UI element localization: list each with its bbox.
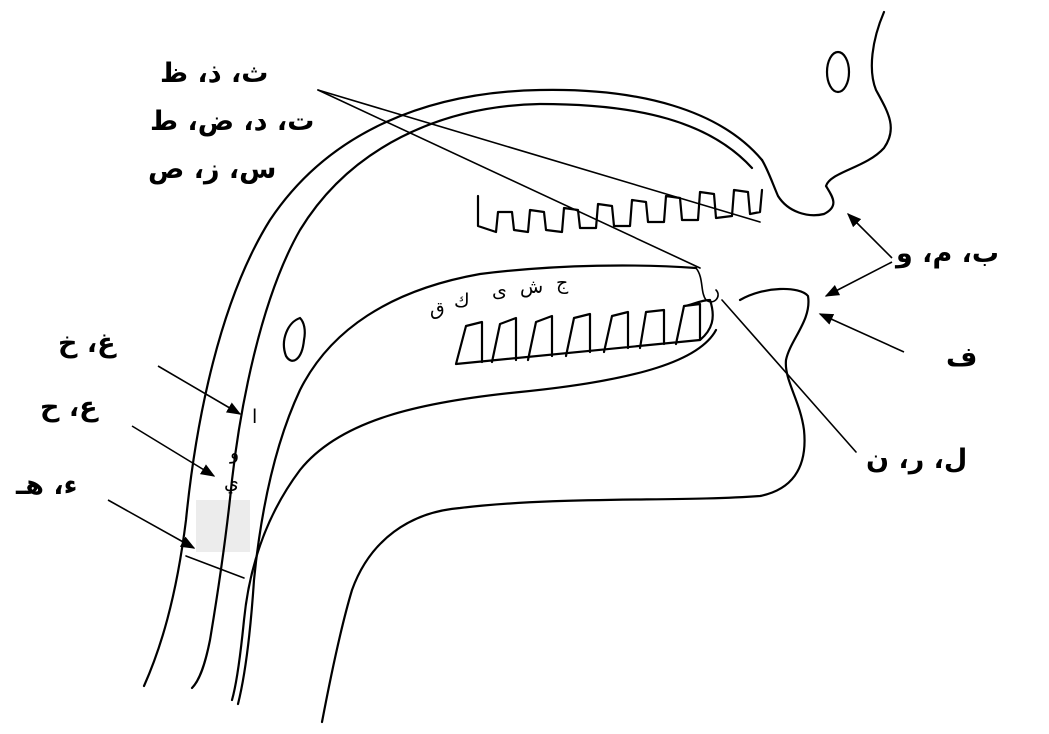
upper-teeth <box>478 190 762 232</box>
label-glottal: ء، هـ <box>16 472 77 499</box>
lower-jaw-inner <box>232 330 716 700</box>
uvula <box>284 318 305 361</box>
arrow-glottal <box>108 500 194 548</box>
glottis-line <box>186 556 244 578</box>
tongue-tip <box>696 268 718 302</box>
arrow-bilabial-upper <box>848 214 892 258</box>
tongue-letter-qaf: ق <box>430 300 445 319</box>
arrow-labiodental <box>820 314 904 352</box>
pointer-to-teeth <box>318 90 760 222</box>
label-alveolar-fricatives: س، ز، ص <box>148 156 276 183</box>
arrow-bilabial-lower <box>826 262 892 296</box>
pharynx-shading <box>196 500 250 552</box>
lower-teeth <box>456 300 713 364</box>
tongue-letter-jim: ج <box>556 274 568 293</box>
pointer-to-tongue-tip <box>722 300 856 452</box>
label-alveolar-liquids: ل، ر، ن <box>866 446 967 473</box>
vowel-letter-waw: و <box>230 444 239 463</box>
tongue-letter-shin: ش <box>520 278 543 297</box>
vowel-letter-ya: ي <box>224 474 239 493</box>
label-alveolar-stops: ت، د، ض، ط <box>150 108 314 135</box>
arrow-uvular <box>158 366 240 414</box>
label-pharyngeal: ع، ح <box>40 394 98 421</box>
label-bilabial: ب، م، و <box>896 240 999 267</box>
face-profile <box>762 12 891 215</box>
label-uvular: غ، خ <box>58 330 116 357</box>
tongue-letter-kaf: ك <box>454 292 470 311</box>
eye-outline <box>827 52 849 92</box>
label-interdental: ث، ذ، ظ <box>160 60 268 87</box>
vowel-letter-alif: ا <box>252 408 257 427</box>
pointer-to-alveolar <box>318 90 700 268</box>
tongue-letter-ya: ى <box>492 282 507 301</box>
arrow-pharyngeal <box>132 426 214 476</box>
palate-inner <box>192 104 752 688</box>
label-labiodental: ف <box>946 344 977 371</box>
